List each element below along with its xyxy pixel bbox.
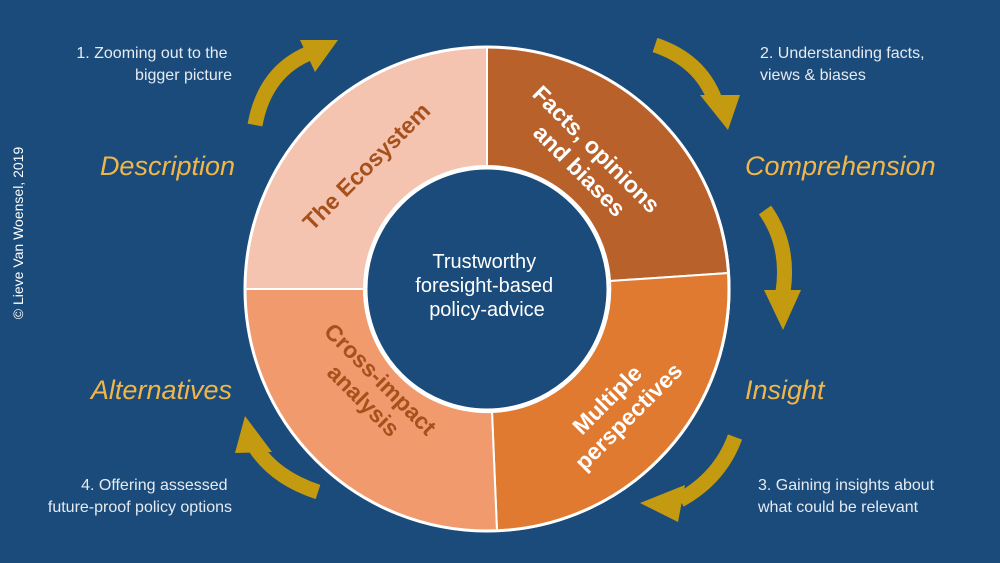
note-step-2: 2. Understanding facts, views & biases bbox=[760, 45, 929, 84]
note-step-3: 3. Gaining insights about what could be … bbox=[757, 477, 939, 516]
arrow-bottom-right-icon bbox=[640, 434, 743, 522]
phase-alternatives: Alternatives bbox=[89, 375, 232, 405]
phase-comprehension: Comprehension bbox=[745, 151, 936, 181]
note-step-4: 4. Offering assessed future-proof policy… bbox=[48, 477, 232, 516]
arrow-top-right-icon bbox=[652, 37, 740, 130]
arrow-right-icon bbox=[758, 205, 801, 330]
copyright-text: © Lieve Van Woensel, 2019 bbox=[10, 147, 26, 320]
center-circle bbox=[364, 166, 610, 412]
arrow-top-left-icon bbox=[247, 40, 338, 127]
cycle-arrows bbox=[235, 37, 801, 522]
note-step-1: 1. Zooming out to the bigger picture bbox=[76, 45, 232, 84]
phase-insight: Insight bbox=[745, 375, 826, 405]
center-label: Trustworthy foresight-based policy-advic… bbox=[415, 251, 558, 321]
ring bbox=[243, 45, 731, 533]
phase-description: Description bbox=[100, 151, 235, 181]
arrow-bottom-left-icon bbox=[235, 416, 321, 500]
ring-outer-outline bbox=[243, 45, 731, 533]
